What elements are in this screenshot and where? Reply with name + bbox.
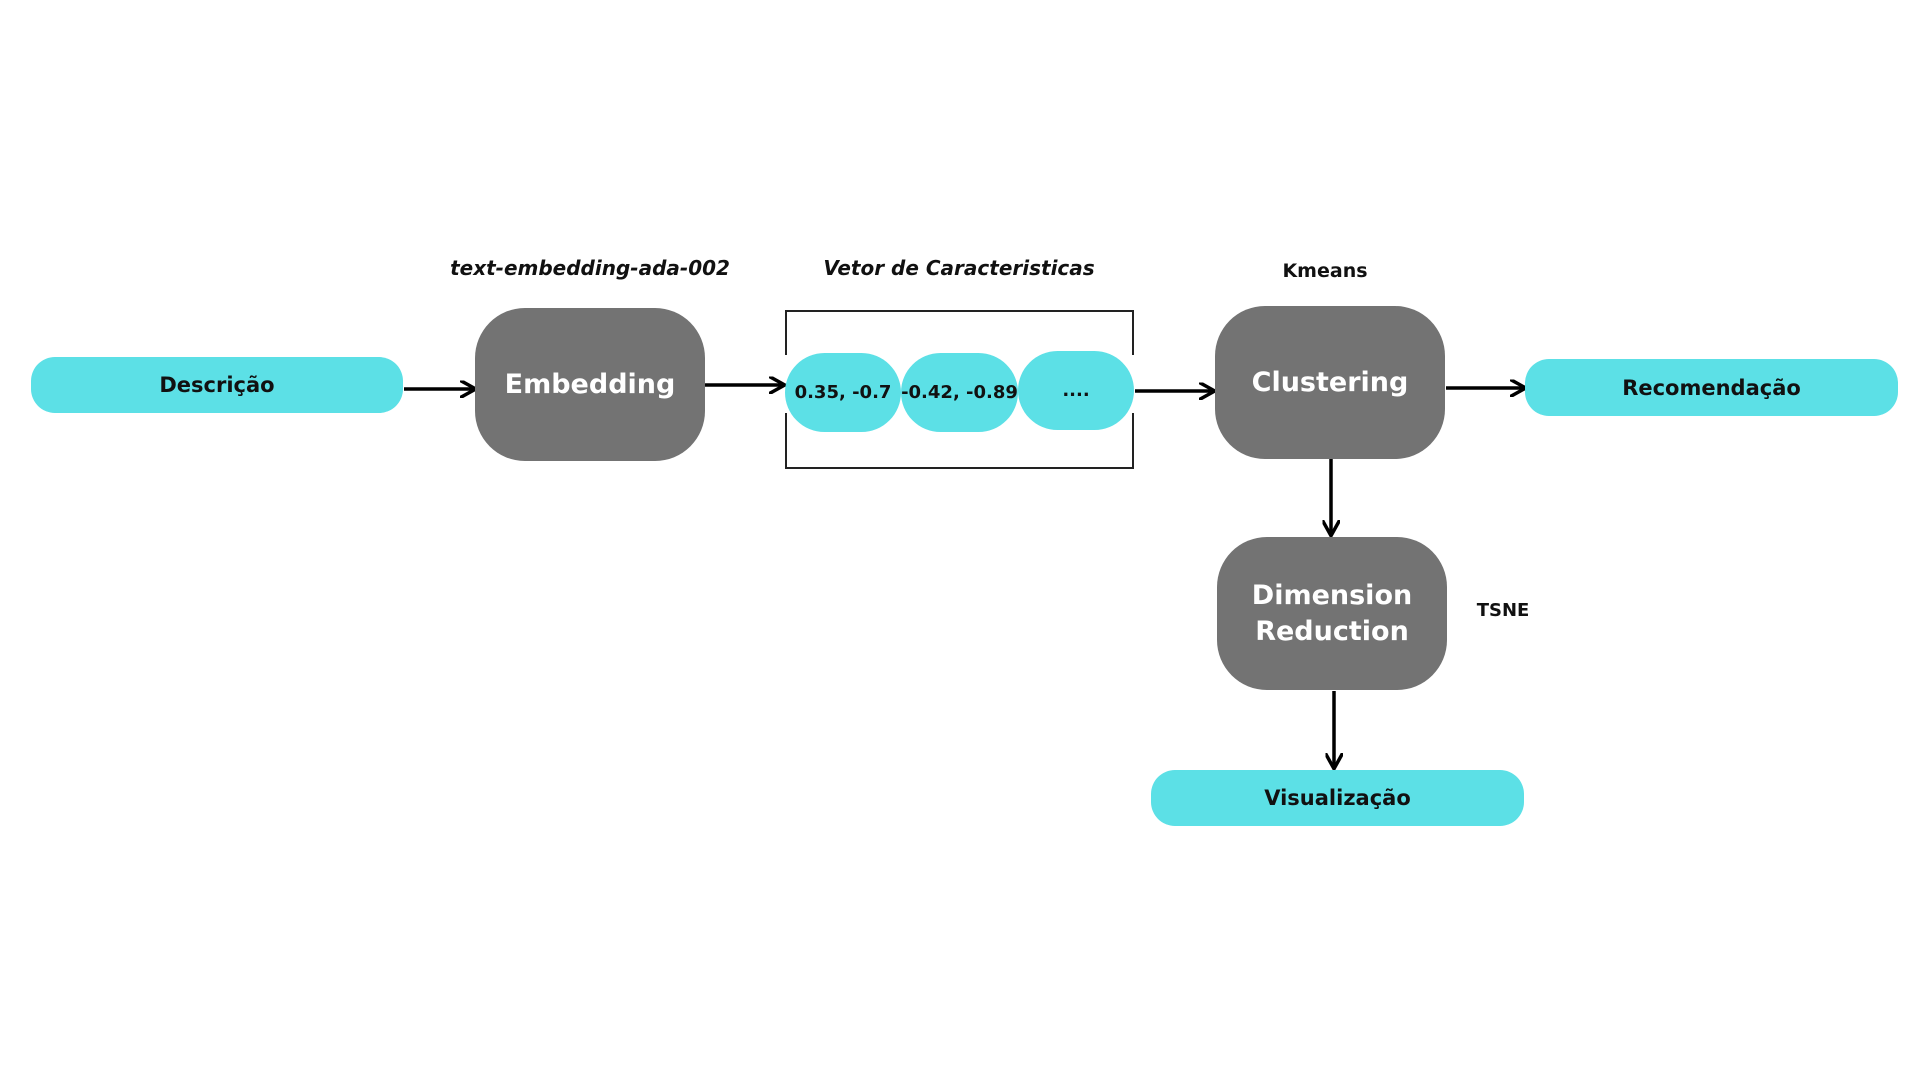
dimension-reduction-line-2: Reduction — [1255, 615, 1409, 647]
clustering-node: Clustering — [1215, 306, 1445, 459]
dimension-reduction-line-1: Dimension — [1251, 579, 1413, 611]
embedding-node: Embedding — [475, 308, 705, 461]
vector-bracket — [785, 310, 1134, 469]
vector-title-label: Vetor de Caracteristicas — [823, 256, 1095, 280]
vector-item-2: -0.42, -0.89 — [901, 353, 1018, 432]
clustering-method-label: Kmeans — [1282, 260, 1368, 282]
visualizacao-node: Visualização — [1151, 770, 1524, 826]
descricao-node: Descrição — [31, 357, 403, 413]
reduction-method-label: TSNE — [1476, 600, 1530, 621]
vector-item-1: 0.35, -0.7 — [785, 353, 901, 432]
recomendacao-node: Recomendação — [1525, 359, 1898, 416]
dimension-reduction-node: Dimension Reduction — [1217, 537, 1447, 690]
embedding-model-label: text-embedding-ada-002 — [450, 256, 730, 280]
vector-item-3: .... — [1018, 351, 1134, 430]
